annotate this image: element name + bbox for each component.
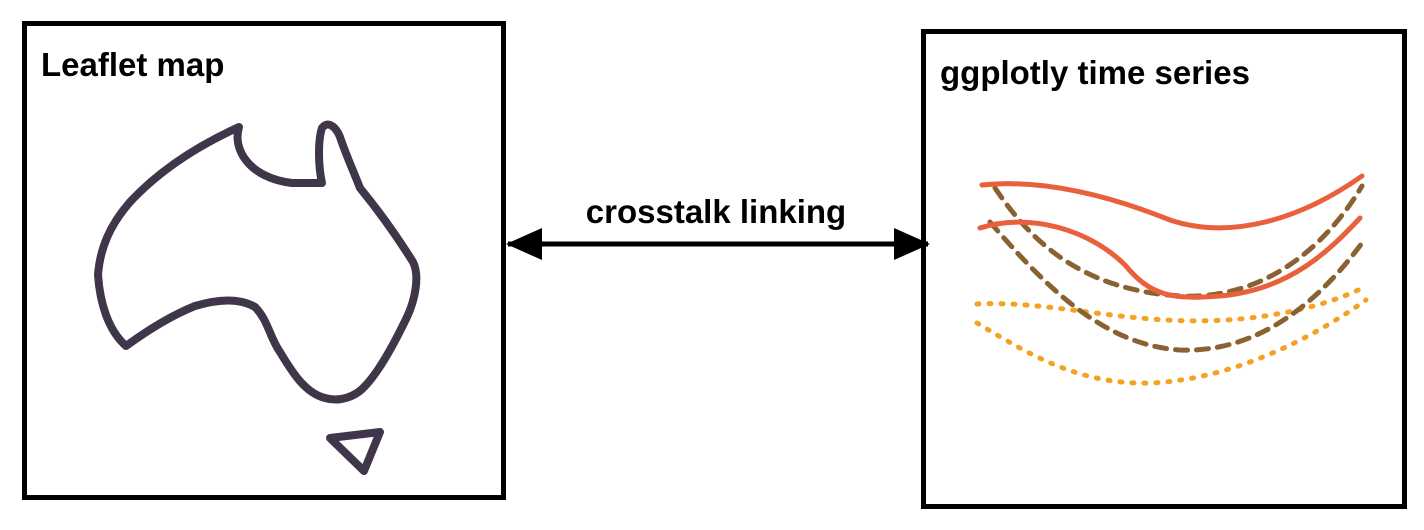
ggplotly-time-series-title: ggplotly time series	[940, 54, 1250, 91]
leaflet-map-title: Leaflet map	[41, 46, 225, 83]
double-arrow-icon	[506, 228, 930, 260]
crosstalk-linking-label: crosstalk linking	[585, 193, 847, 230]
arrowhead-left	[506, 228, 542, 260]
ggplotly-time-series-panel: ggplotly time series	[921, 29, 1407, 509]
leaflet-map-panel: Leaflet map	[22, 21, 506, 500]
